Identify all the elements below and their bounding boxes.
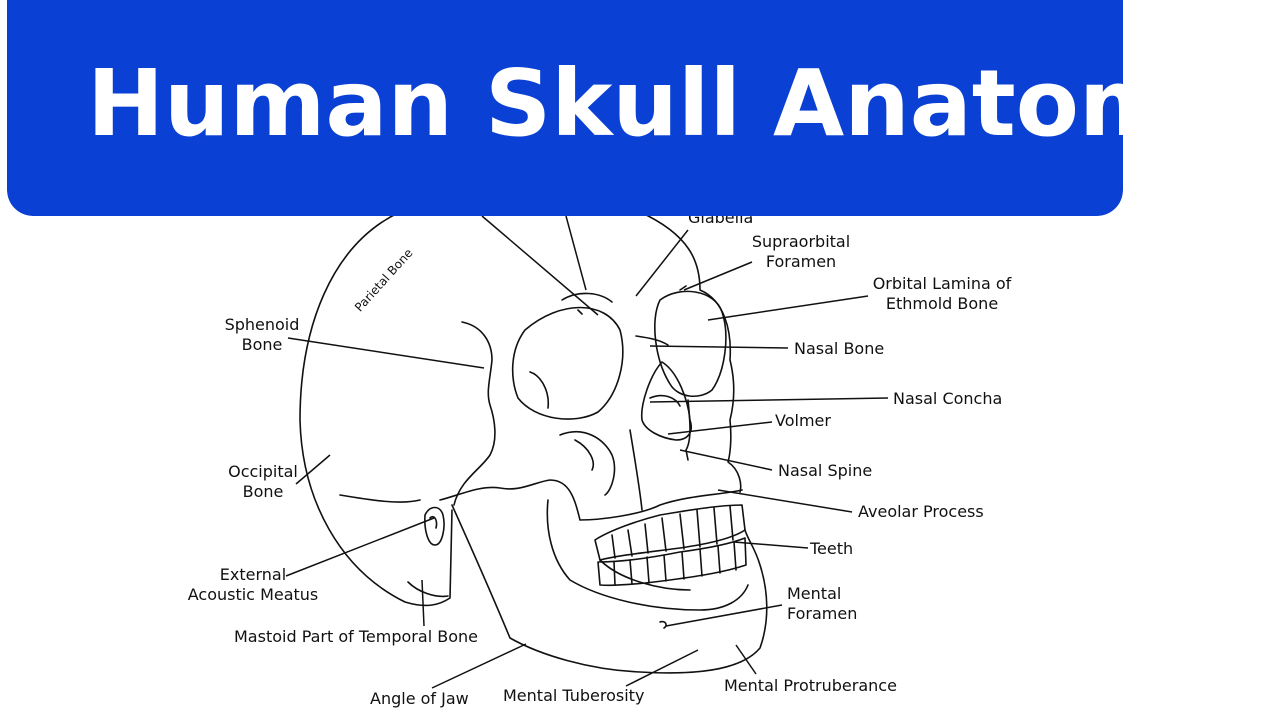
label-line: Acoustic Meatus xyxy=(187,585,319,604)
cranium-outline xyxy=(299,211,453,607)
title-banner: Human Skull Anatomy xyxy=(7,0,1123,216)
lower-teeth xyxy=(597,537,747,587)
zygomatic xyxy=(439,479,743,521)
forehead-outline xyxy=(639,211,742,493)
label-volmer: Volmer xyxy=(775,411,831,430)
label-nasal-concha: Nasal Concha xyxy=(893,389,1003,408)
label-line: Foramen xyxy=(765,252,837,271)
banner-background xyxy=(7,0,1123,216)
label-nasal-bone: Nasal Bone xyxy=(794,339,885,358)
label-sphenoid-bone: Sphenoid Bone xyxy=(220,315,304,355)
label-mastoid: Mastoid Part of Temporal Bone xyxy=(234,627,478,646)
temporal-ridge xyxy=(453,321,496,506)
right-orbit xyxy=(654,290,727,397)
label-line: Ethmold Bone xyxy=(885,294,999,313)
label-teeth: Teeth xyxy=(810,539,854,558)
mandible xyxy=(451,504,768,674)
page-title: Human Skull Anatomy xyxy=(87,50,1123,157)
label-mental-protruberance: Mental Protruberance xyxy=(724,676,897,695)
label-external-acoustic-meatus: External Acoustic Meatus xyxy=(186,565,320,605)
nasal-cavity xyxy=(640,361,692,441)
label-line: Supraorbital xyxy=(751,232,851,251)
label-line: Occipital xyxy=(228,462,298,481)
label-line: Bone xyxy=(241,335,283,354)
label-orbital-lamina: Orbital Lamina of Ethmold Bone xyxy=(870,274,1014,314)
label-line: Orbital Lamina of xyxy=(872,274,1012,293)
label-line: External xyxy=(219,565,287,584)
label-line: Mental xyxy=(787,584,842,603)
label-mental-tuberosity: Mental Tuberosity xyxy=(503,686,645,705)
label-line: Sphenoid xyxy=(224,315,300,334)
label-nasal-spine: Nasal Spine xyxy=(778,461,873,480)
label-aveolar-process: Aveolar Process xyxy=(858,502,984,521)
label-supraorbital-foramen: Supraorbital Foramen xyxy=(748,232,854,272)
label-line: Bone xyxy=(242,482,284,501)
label-mental-foramen: Mental Foramen xyxy=(787,584,857,624)
left-orbit xyxy=(511,306,624,420)
upper-teeth xyxy=(594,504,746,561)
label-occipital-bone: Occipital Bone xyxy=(222,462,304,502)
label-angle-of-jaw: Angle of Jaw xyxy=(370,689,469,708)
ear-canal xyxy=(424,506,445,546)
label-line: Foramen xyxy=(787,604,858,623)
